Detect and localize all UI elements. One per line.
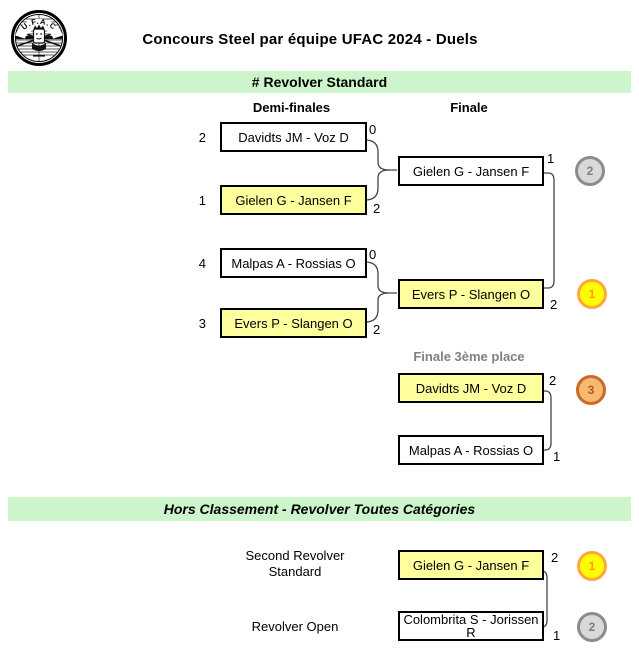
match-score: 0 [369, 247, 377, 262]
team-name: Gielen G - Jansen F [412, 557, 530, 573]
seed-number: 4 [198, 256, 206, 271]
team-name: Gielen G - Jansen F [412, 163, 530, 179]
team-name: Malpas A - Rossias O [408, 442, 534, 458]
match-box-semifinal-2: Gielen G - Jansen F [220, 185, 367, 215]
gold-medal-icon: 1 [577, 551, 607, 581]
match-box-third-place-1: Davidts JM - Voz D [398, 373, 544, 403]
match-box-final-1: Gielen G - Jansen F [398, 156, 544, 186]
medal-rank: 1 [588, 287, 596, 301]
match-box-semifinal-3: Malpas A - Rossias O [220, 248, 367, 278]
match-box-semifinal-1: Davidts JM - Voz D [220, 122, 367, 152]
team-name: Davidts JM - Voz D [415, 380, 527, 396]
team-name: Evers P - Slangen O [411, 286, 531, 302]
team-name: Gielen G - Jansen F [235, 192, 352, 208]
team-name: Davidts JM - Voz D [238, 129, 349, 145]
medal-rank: 3 [587, 383, 595, 397]
third-place-header: Finale 3ème place [413, 349, 525, 364]
match-score: 0 [369, 122, 377, 137]
column-header-semifinals: Demi-finales [252, 100, 331, 115]
match-score: 2 [373, 322, 381, 337]
silver-medal-icon: 2 [577, 612, 607, 642]
medal-rank: 2 [586, 164, 594, 178]
seed-number: 3 [198, 316, 206, 331]
match-box-final-2: Evers P - Slangen O [398, 279, 544, 309]
column-header-final: Finale [450, 100, 488, 115]
page-title: Concours Steel par équipe UFAC 2024 - Du… [142, 31, 478, 48]
team-name: Colombrita S - Jorissen R [403, 612, 539, 640]
team-name: Evers P - Slangen O [234, 315, 353, 331]
category-label: Second Revolver Standard [245, 548, 345, 579]
match-score: 2 [550, 297, 558, 312]
silver-medal-icon: 2 [575, 156, 605, 186]
section-header-hors-classement: Hors Classement - Revolver Toutes Catégo… [8, 497, 631, 521]
match-score: 2 [373, 201, 381, 216]
gold-medal-icon: 1 [577, 279, 607, 309]
medal-rank: 2 [588, 620, 596, 634]
match-score: 1 [553, 628, 561, 643]
match-score: 2 [551, 550, 559, 565]
seed-number: 1 [198, 193, 206, 208]
match-score: 1 [553, 449, 561, 464]
match-box-hors-classement-2: Colombrita S - Jorissen R [398, 611, 544, 641]
section-header-revolver-standard: # Revolver Standard [8, 71, 631, 93]
match-box-third-place-2: Malpas A - Rossias O [398, 435, 544, 465]
team-name: Malpas A - Rossias O [231, 255, 356, 271]
match-score: 2 [549, 373, 557, 388]
bronze-medal-icon: 3 [576, 375, 606, 405]
category-label: Revolver Open [251, 619, 339, 634]
ufac-logo-icon: U.F.A.C [11, 10, 67, 66]
match-box-semifinal-4: Evers P - Slangen O [220, 308, 367, 338]
medal-rank: 1 [588, 559, 596, 573]
match-box-hors-classement-1: Gielen G - Jansen F [398, 550, 544, 580]
match-score: 1 [547, 151, 555, 166]
seed-number: 2 [198, 130, 206, 145]
